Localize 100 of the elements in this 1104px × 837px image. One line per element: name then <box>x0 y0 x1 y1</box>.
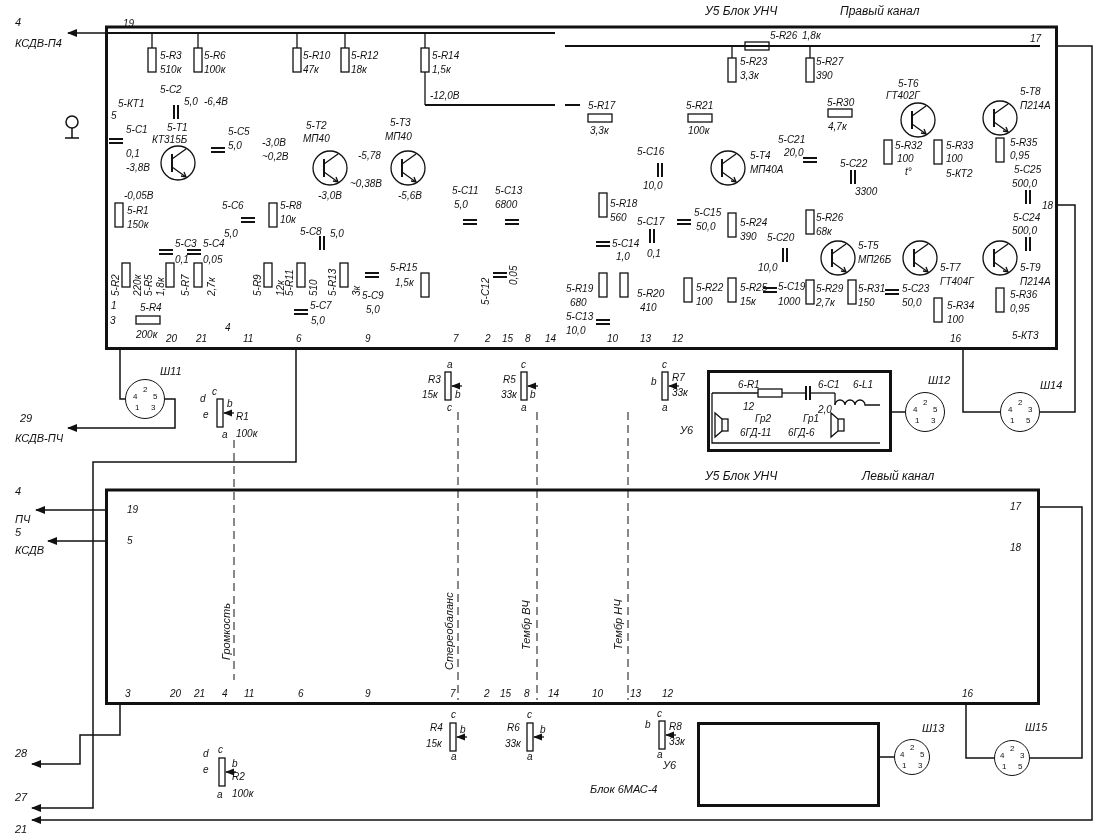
component-label: 5-R14 <box>432 50 460 61</box>
component-label: 5-C21 <box>778 134 806 145</box>
component-label: 5-R21 <box>686 100 714 111</box>
component-label: R7 <box>672 372 685 383</box>
amplifier-block <box>105 3 1058 350</box>
component-label: 5-R2 <box>110 274 121 296</box>
component-label: ГТ402Г <box>886 90 920 101</box>
pot-terminal-letter: e <box>203 764 209 775</box>
pot-terminal-letter: b <box>232 758 238 769</box>
component-label: 4,7к <box>828 121 847 132</box>
component-label: П214А <box>1020 276 1051 287</box>
terminal-number: 21 <box>194 688 206 699</box>
component-label: 5-R32 <box>895 140 923 151</box>
component-label: 0,05 <box>203 254 223 265</box>
terminal-number: 5 <box>127 535 133 546</box>
component-label: 500,0 <box>1012 178 1038 189</box>
component-label: 100 <box>947 314 964 325</box>
component-label: 0,1 <box>175 254 189 265</box>
pin-number: 2 <box>923 399 928 407</box>
block-title: У5 Блок УНЧ <box>705 470 778 483</box>
component-label: 5-T5 <box>858 240 879 251</box>
component-label: 1,8к <box>802 30 821 41</box>
component-label: 47к <box>303 64 319 75</box>
speaker-unit-box <box>707 370 892 452</box>
terminal-number: 15 <box>502 333 514 344</box>
component-label: 1,5к <box>395 277 414 288</box>
pot-terminal-letter: a <box>451 751 457 762</box>
terminal-number: 7 <box>453 333 459 344</box>
component-label: 5-T9 <box>1020 262 1041 273</box>
component-label: 5-T1 <box>167 122 188 133</box>
component-label: 5-C13 <box>495 185 523 196</box>
voltage-label: -6,4В <box>204 96 228 107</box>
pin-number: 4 <box>900 751 905 759</box>
component-label: 100 <box>897 153 914 164</box>
wire <box>879 756 895 758</box>
pot-terminal-letter: a <box>657 749 663 760</box>
component-label: 100к <box>232 788 254 799</box>
wire <box>66 28 106 38</box>
component-label: R5 <box>503 374 516 385</box>
block-label: У6 <box>663 760 677 771</box>
wire <box>891 411 906 413</box>
component-label: 5-C5 <box>228 126 250 137</box>
terminal-number: 6 <box>296 333 302 344</box>
pot-terminal-letter: c <box>657 708 662 719</box>
pin-number: 1 <box>1010 417 1015 425</box>
component-label: 5-R3 <box>160 50 182 61</box>
component-label: 5-КТ1 <box>118 98 145 109</box>
pot-terminal-letter: b <box>651 376 657 387</box>
terminal-number: 12 <box>662 688 674 699</box>
component-label: Гр2 <box>755 413 772 424</box>
voltage-label: -0,05В <box>124 190 154 201</box>
wire-label: 21 <box>15 824 28 835</box>
speaker-unit-box <box>697 722 880 807</box>
voltage-label: -3,8В <box>126 162 150 173</box>
component-label: 5-R29 <box>816 283 844 294</box>
pot-terminal-letter: d <box>203 748 209 759</box>
component-label: 5-R31 <box>858 283 886 294</box>
pin-number: 1 <box>915 417 920 425</box>
pin-number: 3 <box>931 417 936 425</box>
voltage-label: -3,0В <box>262 137 286 148</box>
component-label: 0,95 <box>1010 150 1030 161</box>
pot-terminal-letter: b <box>540 724 546 735</box>
pot-terminal-letter: b <box>460 724 466 735</box>
wire-label: 5 <box>15 527 22 538</box>
pot-terminal-letter: c <box>451 709 456 720</box>
component-label: 100к <box>236 428 258 439</box>
voltage-label: ~0,2В <box>262 151 289 162</box>
pin-number: 2 <box>1010 745 1015 753</box>
control-label: Тембр ВЧ <box>521 600 532 650</box>
pin-number: 3 <box>1020 752 1025 760</box>
terminal-number: 20 <box>166 333 178 344</box>
terminal-number: 14 <box>548 688 560 699</box>
component-label: 12 <box>743 401 755 412</box>
block-label: Блок 6МАС-4 <box>590 784 658 795</box>
component-label: 15к <box>740 296 756 307</box>
pot-terminal-letter: a <box>222 429 228 440</box>
terminal-number: 10 <box>592 688 604 699</box>
pin-number: 1 <box>902 762 907 770</box>
terminal-number: 14 <box>545 333 557 344</box>
component-label: 5-R26 <box>816 212 844 223</box>
control-label: Тембр НЧ <box>613 599 624 650</box>
wire-label: ПЧ <box>15 514 31 525</box>
wire-label: 27 <box>15 792 28 803</box>
component-label: 200к <box>136 329 158 340</box>
component-label: 5-C3 <box>175 238 197 249</box>
component-label: 5-R5 <box>143 274 154 296</box>
terminal-number: 13 <box>640 333 652 344</box>
component-label: 12к <box>275 280 286 296</box>
component-label: 5-КТ3 <box>1012 330 1039 341</box>
component-label: 5-R18 <box>610 198 638 209</box>
component-label: 5-C24 <box>1013 212 1041 223</box>
terminal-number: 13 <box>630 688 642 699</box>
component-label: 5-C25 <box>1014 164 1042 175</box>
pot-terminal-letter: e <box>203 409 209 420</box>
pin-number: 5 <box>933 406 938 414</box>
component-label: 1,0 <box>616 251 630 262</box>
component-label: 5,0 <box>454 199 468 210</box>
component-label: 33к <box>505 738 521 749</box>
terminal-number: 10 <box>607 333 619 344</box>
pot-terminal-letter: c <box>447 402 452 413</box>
